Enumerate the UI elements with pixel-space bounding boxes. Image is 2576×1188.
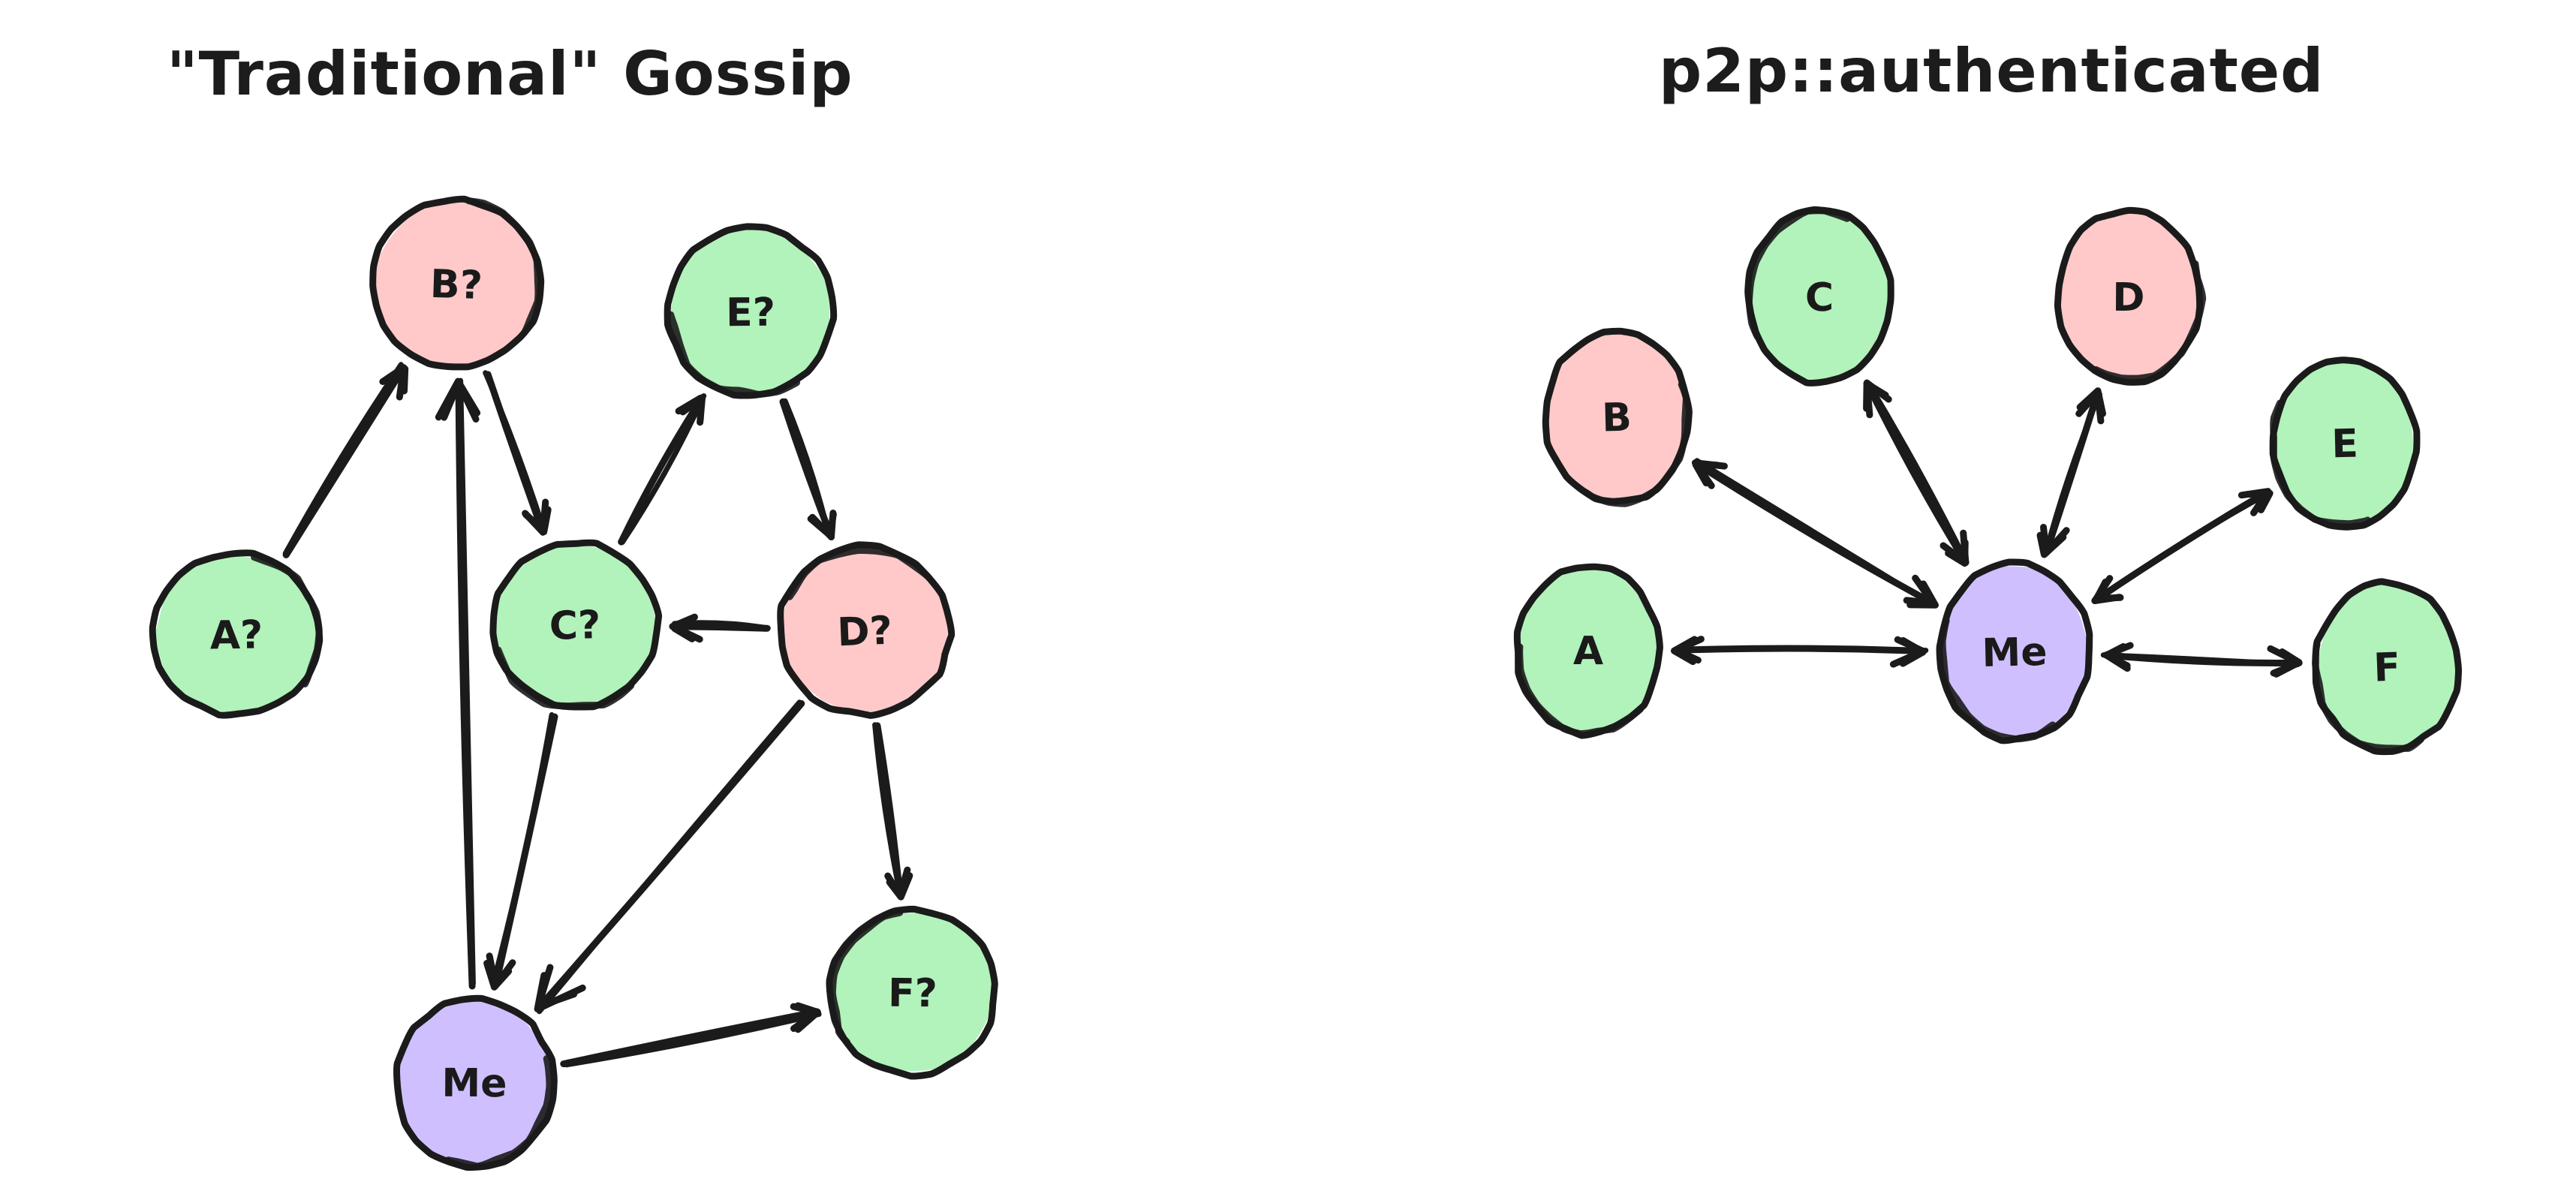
edge-traditional-gossip-C-to-Me [483, 712, 558, 991]
node-outline-overstroke [778, 546, 953, 718]
edge-layer [282, 362, 2303, 1068]
edge-traditional-gossip-C-to-E [618, 393, 707, 546]
node-outline-overstroke [666, 226, 840, 398]
node-fill [1942, 566, 2087, 737]
node-fill [2316, 583, 2457, 750]
node-outline-overstroke [1542, 329, 1690, 507]
node-label-D: D [2112, 275, 2145, 320]
node-traditional-gossip-E[interactable]: E? [664, 223, 840, 399]
node-p2p-authenticated-D[interactable]: D [2054, 206, 2207, 386]
node-traditional-gossip-C[interactable]: C? [489, 539, 663, 711]
node-label-F: F [2373, 645, 2401, 690]
edge-traditional-gossip-Me-to-F [560, 1002, 822, 1068]
node-outline-overstroke [153, 550, 323, 720]
node-outline-overstroke [2270, 357, 2417, 528]
edge-p2p-authenticated-Me-to-E [2091, 488, 2274, 604]
node-outline [1936, 558, 2093, 744]
edge-p2p-authenticated-Me-to-F [2100, 642, 2303, 678]
edge-traditional-gossip-A-to-B [282, 362, 409, 558]
panel-title-p2p-authenticated: p2p::authenticated [1659, 36, 2324, 106]
node-fill [671, 229, 830, 393]
node-fill [494, 545, 655, 706]
title-layer: "Traditional" Gossip p2p::authenticated [167, 36, 2324, 109]
node-outline-overstroke [2312, 582, 2458, 752]
node-outline-overstroke [1939, 559, 2095, 743]
node-fill [782, 548, 949, 713]
node-label-E: E [2331, 422, 2359, 468]
panel-title-traditional-gossip: "Traditional" Gossip [167, 39, 853, 109]
node-label-E: E? [726, 290, 775, 335]
node-outline-overstroke [1745, 207, 1894, 386]
node-outline-overstroke [2057, 206, 2207, 382]
node-p2p-authenticated-C[interactable]: C [1744, 206, 1894, 386]
node-traditional-gossip-F[interactable]: F? [826, 905, 998, 1080]
node-p2p-authenticated-E[interactable]: E [2269, 356, 2421, 531]
node-p2p-authenticated-B[interactable]: B [1542, 327, 1693, 507]
edge-traditional-gossip-B-to-C [483, 370, 552, 536]
node-label-A: A [1573, 629, 1603, 674]
node-outline-overstroke [829, 908, 998, 1077]
node-fill [396, 1000, 551, 1165]
node-label-F: F? [888, 971, 937, 1017]
node-label-C: C? [549, 603, 601, 649]
node-traditional-gossip-Me[interactable]: Me [390, 994, 558, 1171]
edge-traditional-gossip-D-to-F [872, 722, 913, 901]
edge-p2p-authenticated-Me-to-B [1692, 458, 1939, 609]
node-fill [2276, 359, 2414, 526]
node-p2p-authenticated-Me[interactable]: Me [1936, 558, 2095, 744]
node-label-B: B? [429, 262, 483, 308]
node-p2p-authenticated-F[interactable]: F [2312, 578, 2462, 756]
node-outline-overstroke [390, 995, 553, 1170]
node-fill [2060, 212, 2198, 380]
node-fill [375, 200, 540, 365]
node-label-Me: Me [441, 1061, 507, 1106]
edge-traditional-gossip-Me-to-B [435, 377, 481, 990]
node-fill [1751, 212, 1888, 380]
node-traditional-gossip-B[interactable]: B? [369, 195, 545, 371]
node-outline [664, 223, 838, 399]
edge-traditional-gossip-E-to-D [779, 398, 837, 540]
node-fill [155, 556, 317, 712]
node-traditional-gossip-A[interactable]: A? [149, 549, 324, 720]
node-label-Me: Me [1982, 630, 2048, 676]
node-p2p-authenticated-A[interactable]: A [1513, 563, 1663, 739]
node-label-A: A? [209, 613, 263, 659]
edge-traditional-gossip-D-to-Me [534, 699, 805, 1015]
edge-p2p-authenticated-Me-to-A [1671, 636, 1929, 668]
node-label-C: C [1805, 275, 1834, 320]
node-traditional-gossip-D[interactable]: D? [777, 541, 955, 719]
node-fill [1518, 569, 1658, 732]
node-outline-overstroke [1516, 564, 1663, 737]
node-fill [832, 913, 994, 1072]
node-label-B: B [1601, 395, 1632, 441]
node-layer: A? B? C? D? E? F? Me A B C D E F Me [149, 195, 2462, 1171]
node-label-D: D? [836, 609, 893, 656]
node-outline-overstroke [489, 542, 661, 710]
edge-traditional-gossip-D-to-C [669, 613, 771, 643]
node-outline-overstroke [370, 195, 542, 371]
edge-p2p-authenticated-Me-to-C [1863, 379, 1970, 567]
edge-p2p-authenticated-Me-to-D [2036, 387, 2106, 558]
node-fill [1548, 332, 1685, 500]
